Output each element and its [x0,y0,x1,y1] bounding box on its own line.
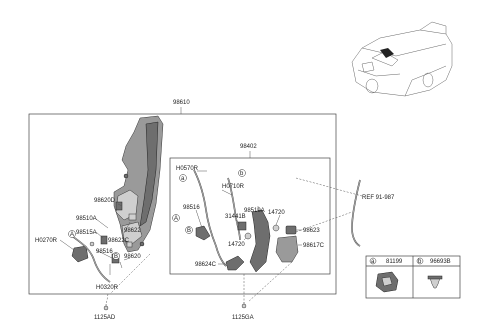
label-98516-right: 98516 [183,205,200,211]
label-98510a: 98510A [76,216,97,222]
label-98610: 98610 [173,100,190,106]
legend-b-part: 96693B [430,259,451,265]
label-98515a: 98515A [76,230,97,236]
label-98519a: 98519A [244,208,265,214]
label-h0270r: H0270R [35,238,58,244]
label-98623: 98623 [303,228,320,234]
label-98402: 98402 [240,144,257,150]
label-h0320r: H0320R [96,285,119,291]
bolt-1125ad [103,304,109,311]
label-ref-91-987: REF 91-987 [362,195,395,201]
label-98622c: 98622C [108,238,130,244]
label-98620d: 98620D [94,198,116,204]
label-14720-top: 14720 [268,210,285,216]
assembly-box-98402 [169,157,331,275]
label-h0710r: H0710R [222,184,245,190]
label-1125ga: 1125GA [232,315,254,321]
callout-A-inner: A [174,216,178,222]
washer-location-marker [380,48,394,58]
legend-box: a 81199 b 96693B [365,255,461,299]
label-98516-left: 98516 [96,249,113,255]
part-98617c [275,235,299,263]
legend-b-letter: b [418,259,422,265]
label-1125ad: 1125AD [94,315,116,321]
part-98624c [225,255,245,271]
part-98623 [285,225,297,235]
label-98624c: 98624C [195,262,217,268]
label-h0570r: H0570R [176,166,199,172]
bolt-1125ga [241,302,247,309]
label-98617c: 98617C [303,243,325,249]
label-14720-bottom: 14720 [228,242,245,248]
vehicle-thumbnail [351,21,453,97]
label-31441b: 31441B [225,214,246,220]
label-98620: 98620 [124,254,141,260]
callout-B-inner: B [187,228,191,234]
callout-B-left: B [114,254,118,260]
label-98622: 98622 [124,228,141,234]
callout-a-inner: a [181,176,185,182]
nozzle-98519a [249,209,271,273]
legend-a-letter: a [371,259,375,265]
assembly-box-98610 [28,113,337,295]
legend-a-part: 81199 [386,259,403,265]
callout-A-left: A [70,232,74,238]
callout-b-inner: b [240,171,244,177]
clip-96693b-icon [429,277,441,289]
